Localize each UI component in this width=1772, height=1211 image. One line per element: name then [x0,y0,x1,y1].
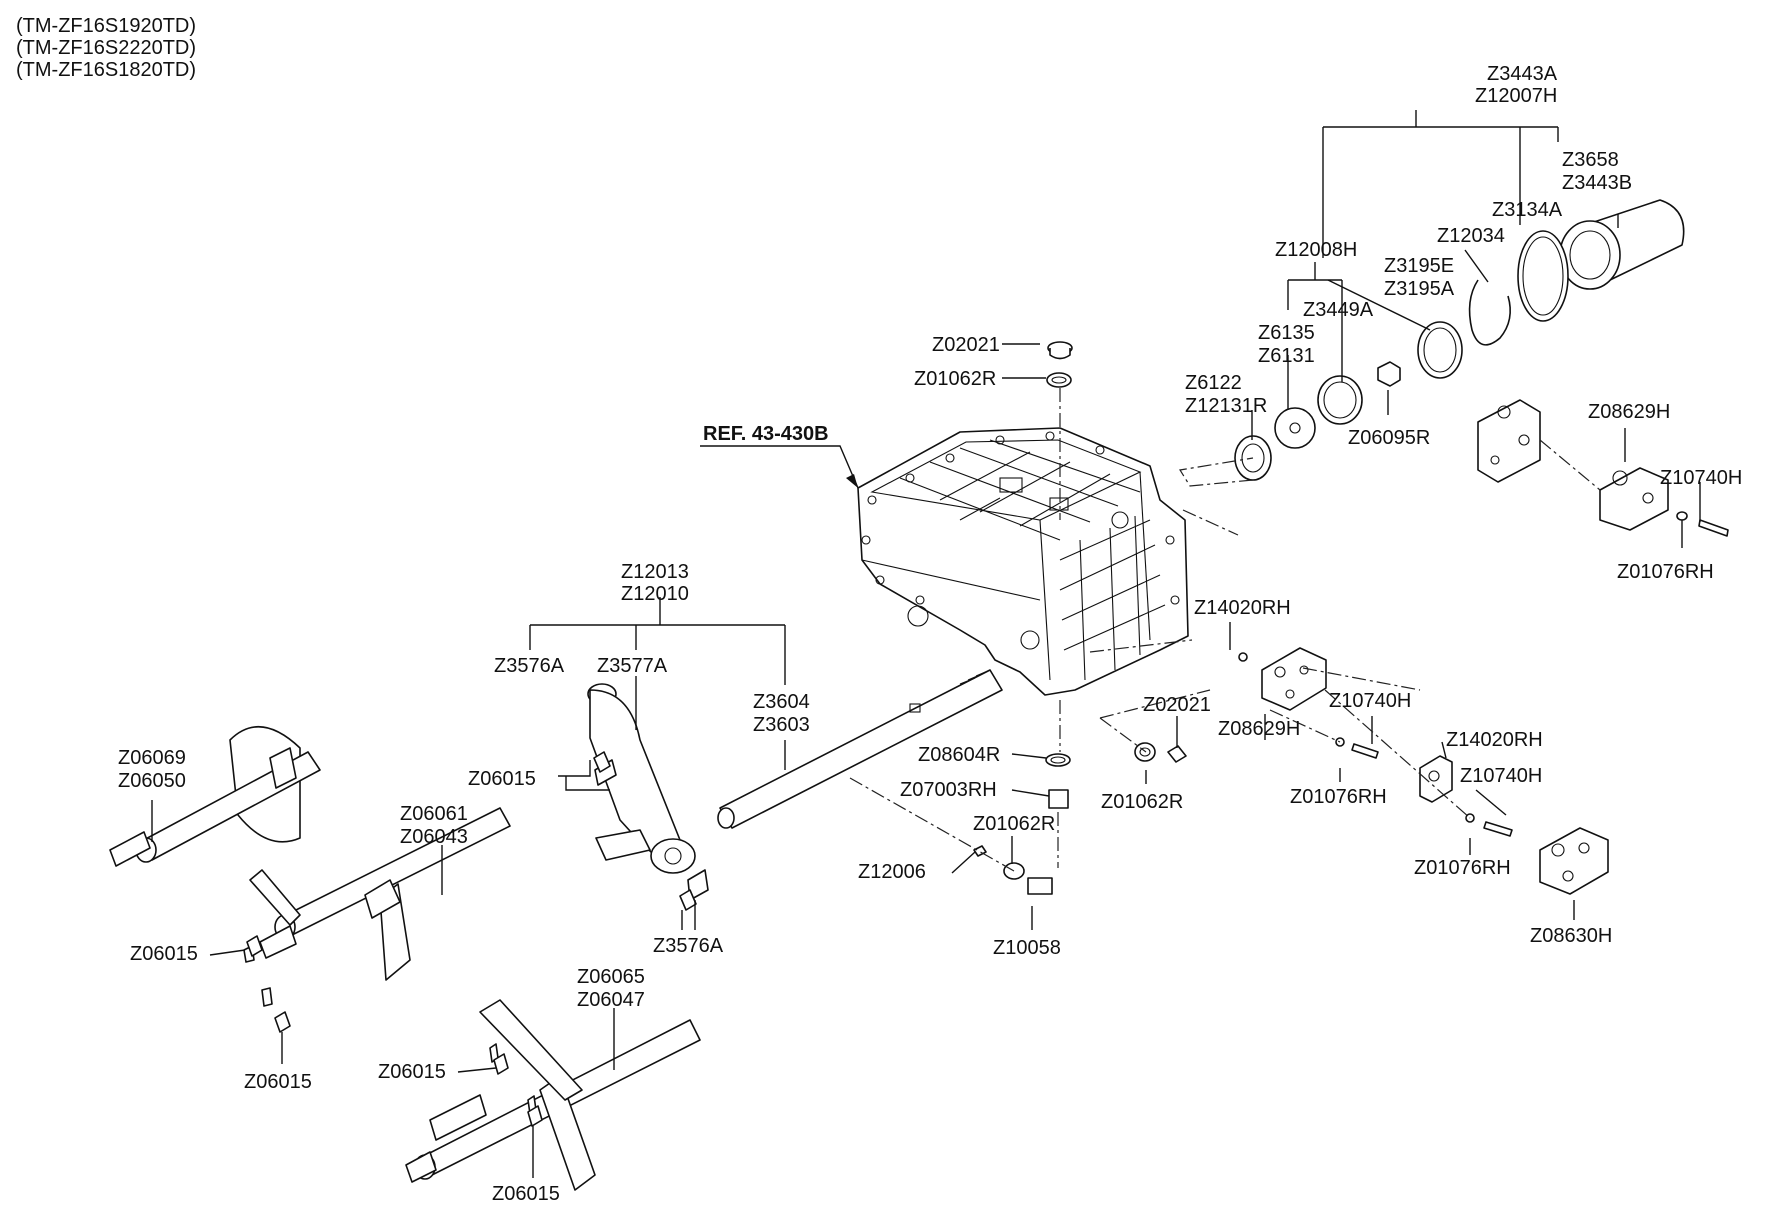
label-z14020rh-b: Z14020RH [1446,729,1543,751]
model-1: (TM-ZF16S1920TD) [16,15,196,37]
label-z12006: Z12006 [858,861,926,883]
label-z06069: Z06069 [118,747,186,769]
callout-labels: Z3443A Z12007H Z3658 Z3443B Z3134A Z1203… [118,63,1742,1205]
model-2: (TM-ZF16S2220TD) [16,37,196,59]
label-z01062r-low: Z01062R [973,813,1055,835]
label-z08604r: Z08604R [918,744,1000,766]
label-z01076rh-mid: Z01076RH [1290,786,1387,808]
label-z06065: Z06065 [577,966,645,988]
valve-block-upper [1477,399,1729,537]
label-z08629h-top: Z08629H [1588,401,1670,423]
label-reference: REF. 43-430B [703,423,829,445]
label-z10740h-mid: Z10740H [1329,690,1411,712]
label-z3658: Z3658 [1562,149,1619,171]
label-z10740h-top: Z10740H [1660,467,1742,489]
valve-block-lower [1419,755,1609,895]
dowel-pins [246,751,697,1127]
label-z06015-e: Z06015 [492,1183,560,1205]
range-cylinder-assembly [1234,199,1685,481]
shift-rod-lower [405,999,701,1191]
label-z02021-top: Z02021 [932,334,1000,356]
label-z12013: Z12013 [621,561,689,583]
label-z01076rh-low: Z01076RH [1414,857,1511,879]
label-z12008h: Z12008H [1275,239,1357,261]
label-z3195e: Z3195E [1384,255,1454,277]
shift-rod-upper-left [109,726,321,867]
label-z06047: Z06047 [577,989,645,1011]
label-z12131r: Z12131R [1185,395,1267,417]
label-z12007h: Z12007H [1475,85,1557,107]
label-z06095r: Z06095R [1348,427,1430,449]
label-z6122: Z6122 [1185,372,1242,394]
label-z01076rh-top: Z01076RH [1617,561,1714,583]
label-z06015-c: Z06015 [244,1071,312,1093]
transmission-housing [857,427,1189,696]
label-z6135: Z6135 [1258,322,1315,344]
label-z3604: Z3604 [753,691,810,713]
label-z6131: Z6131 [1258,345,1315,367]
label-z3576a-top: Z3576A [494,655,565,677]
label-z06061: Z06061 [400,803,468,825]
shift-rod-long [717,669,1003,829]
shift-rod-middle [243,807,511,1007]
label-z08630h: Z08630H [1530,925,1612,947]
label-z06015-b: Z06015 [130,943,198,965]
label-z02021-mid: Z02021 [1143,694,1211,716]
shift-fork-center [587,683,709,901]
label-z12010: Z12010 [621,583,689,605]
label-z01062r-mid: Z01062R [1101,791,1183,813]
label-z3443a: Z3443A [1487,63,1558,85]
valve-block-mid [1134,647,1379,763]
label-z07003rh: Z07003RH [900,779,997,801]
top-plug [1046,341,1073,388]
label-z08629h-mid: Z08629H [1218,718,1300,740]
label-z06015-d: Z06015 [378,1061,446,1083]
label-z06043: Z06043 [400,826,468,848]
label-z10058: Z10058 [993,937,1061,959]
label-z3576a-low: Z3576A [653,935,724,957]
model-list: (TM-ZF16S1920TD) (TM-ZF16S2220TD) (TM-ZF… [16,15,196,81]
label-z06015-a: Z06015 [468,768,536,790]
label-z3577a: Z3577A [597,655,668,677]
label-z3449a: Z3449A [1303,299,1374,321]
label-z01062r-top: Z01062R [914,368,996,390]
label-z3195a: Z3195A [1384,278,1455,300]
label-z14020rh-a: Z14020RH [1194,597,1291,619]
label-z12034: Z12034 [1437,225,1505,247]
label-z3603: Z3603 [753,714,810,736]
label-z3134a: Z3134A [1492,199,1563,221]
model-3: (TM-ZF16S1820TD) [16,59,196,81]
label-z06050: Z06050 [118,770,186,792]
alignment-lines [849,388,1601,872]
label-z3443b: Z3443B [1562,172,1632,194]
leader-lines [151,110,1701,1178]
label-z10740h-low: Z10740H [1460,765,1542,787]
